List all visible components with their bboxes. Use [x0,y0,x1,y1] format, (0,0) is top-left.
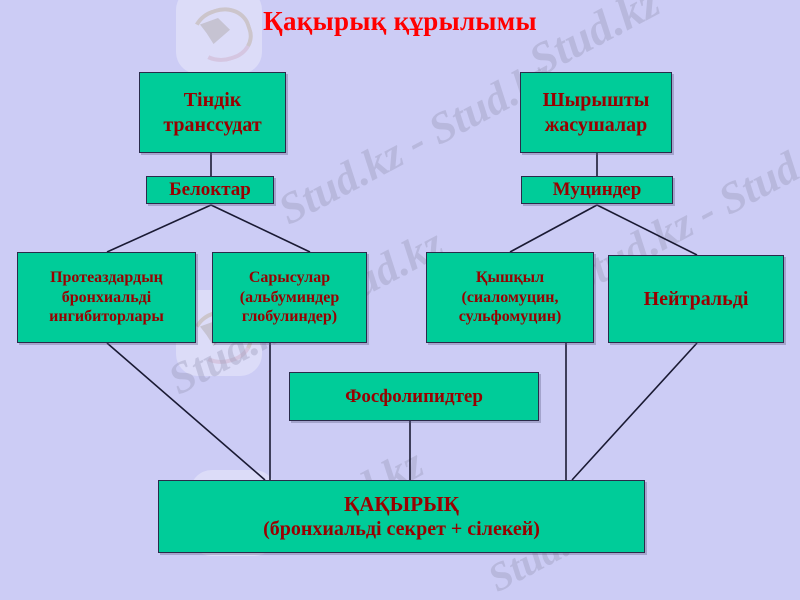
node-label-line: Тіндік [183,89,242,112]
node-label-line: ҚАҚЫРЫҚ [344,491,459,516]
node-label-line: глобулиндер) [241,308,338,326]
node-label-line: Протеаздардың [50,269,163,287]
node-shyryshty-zhasushalar[interactable]: Шырышты жасушалар [520,72,672,153]
node-label-line: сульфомуцин) [458,308,562,326]
node-label-line: Шырышты [542,89,650,112]
node-label-line: (сиаломуцин, [461,288,559,306]
connector-mutsinder-neytraldi [596,204,698,256]
page-title: Қақырық құрылымы [263,6,537,36]
node-label-line: Белоктар [169,179,251,201]
node-label-line: Нейтральді [643,287,749,310]
node-label-line: бронхиальді [61,288,152,306]
connector-proteaza-qaqyryq [106,342,266,481]
node-label-line: транссудат [163,113,262,136]
node-tindik-transsudat[interactable]: Тіндік транссудат [139,72,286,153]
node-neytraldi[interactable]: Нейтральді [608,255,784,343]
node-label-line: Муциндер [552,179,642,201]
node-label-line: ингибиторлары [49,308,164,326]
node-label-line: жасушалар [544,113,648,136]
node-label-line: Фосфолипидтер [345,385,483,407]
connector-beloktar-proteaza [106,204,212,253]
connector-mutsinder-qyshqyl [509,204,598,253]
node-qyshqyl-sialomutsin-sulfomutsin[interactable]: Қышқыл (сиаломуцин, сульфомуцин) [426,252,594,343]
node-label-line: (альбуминдер [239,288,340,306]
node-sarysular-albuminder-globulinder[interactable]: Сарысулар (альбуминдер глобулиндер) [212,252,367,343]
node-qaqyryq[interactable]: ҚАҚЫРЫҚ (бронхиальді секрет + сілекей) [158,480,645,553]
node-mutsinder[interactable]: Муциндер [521,176,673,204]
node-proteazdardyn-bronhialdi-ingibitorlary[interactable]: Протеаздардың бронхиальді ингибиторлары [17,252,196,343]
node-label-line: Сарысулар [248,269,331,287]
connector-neytraldi-qaqyryq [571,342,698,481]
node-label-line: Қышқыл [475,269,545,287]
node-label-line: (бронхиальді секрет + сілекей) [263,518,540,541]
node-fosfolipidter[interactable]: Фосфолипидтер [289,372,539,421]
connector-beloktar-sarysular [210,204,311,253]
node-beloktar[interactable]: Белоктар [146,176,274,204]
